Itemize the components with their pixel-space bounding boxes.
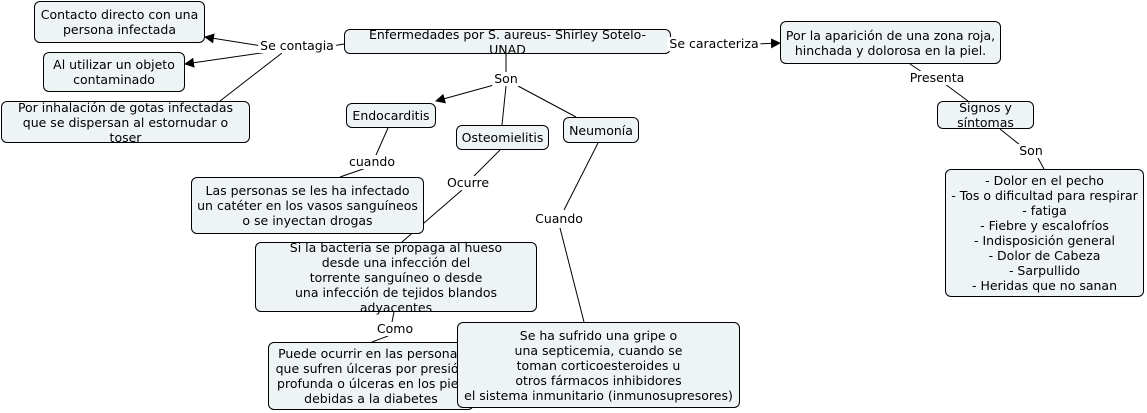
node-objeto[interactable]: Al utilizar un objeto contaminado bbox=[43, 52, 185, 92]
link-como: Como bbox=[374, 321, 416, 336]
node-signos[interactable]: Signos y síntomas bbox=[937, 100, 1034, 130]
link-se-caracteriza: Se caracteriza bbox=[667, 36, 761, 51]
connector-caracteriza-presenta bbox=[909, 63, 923, 73]
arrow-to-endocarditis bbox=[435, 84, 495, 104]
link-se-contagia: Se contagia bbox=[258, 38, 336, 53]
connector-signos-son bbox=[999, 128, 1021, 146]
node-osteo-desc[interactable]: Si la bacteria se propaga al hueso desde… bbox=[255, 240, 537, 315]
arrow-to-objeto bbox=[184, 51, 269, 68]
connector-cuando-endodesc bbox=[339, 167, 367, 178]
connector-to-inhalacion bbox=[219, 52, 283, 102]
node-neumo-desc[interactable]: Se ha sufrido una gripe o una septicemia… bbox=[457, 322, 740, 408]
node-endo-desc[interactable]: Las personas se les ha infectado un caté… bbox=[191, 177, 424, 234]
connector-osteodesc-como bbox=[391, 311, 395, 323]
connector-como-osteocomo bbox=[371, 335, 389, 343]
node-contacto[interactable]: Contacto directo con una persona infecta… bbox=[34, 1, 205, 43]
node-neumonia[interactable]: Neumonía bbox=[563, 117, 639, 143]
connector-to-osteomielitis bbox=[501, 85, 507, 126]
connector-neumonia-cuando bbox=[563, 142, 599, 211]
node-caracteriza[interactable]: Por la aparición de una zona roja, hinch… bbox=[780, 21, 1001, 64]
connector-to-neumonia bbox=[517, 85, 577, 118]
arrow-to-contacto bbox=[204, 33, 263, 47]
node-osteo-como[interactable]: Puede ocurrir en las personas que sufren… bbox=[268, 342, 474, 410]
node-endocarditis[interactable]: Endocarditis bbox=[346, 103, 436, 128]
link-presenta: Presenta bbox=[907, 70, 967, 85]
connector-cuando-neumodesc bbox=[559, 227, 585, 323]
link-ocurre: Ocurre bbox=[444, 175, 492, 190]
connector-presenta-signos bbox=[944, 83, 969, 102]
link-cuando-neumo: Cuando bbox=[533, 211, 585, 226]
node-osteomielitis[interactable]: Osteomielitis bbox=[456, 125, 549, 150]
connector-osteo-ocurre bbox=[473, 149, 501, 177]
connector-son-sintomas bbox=[1037, 157, 1045, 170]
node-title[interactable]: Enfermedades por S. aureus- Shirley Sote… bbox=[344, 27, 671, 57]
node-inhalacion[interactable]: Por inhalación de gotas infectadas que s… bbox=[1, 100, 250, 145]
link-son-main: Son bbox=[492, 71, 520, 86]
node-sintomas[interactable]: - Dolor en el pecho - Tos o dificultad p… bbox=[945, 169, 1144, 297]
link-cuando-endo: cuando bbox=[347, 154, 397, 169]
connector-endo-cuando bbox=[375, 127, 389, 156]
link-son-signos: Son bbox=[1017, 143, 1045, 158]
